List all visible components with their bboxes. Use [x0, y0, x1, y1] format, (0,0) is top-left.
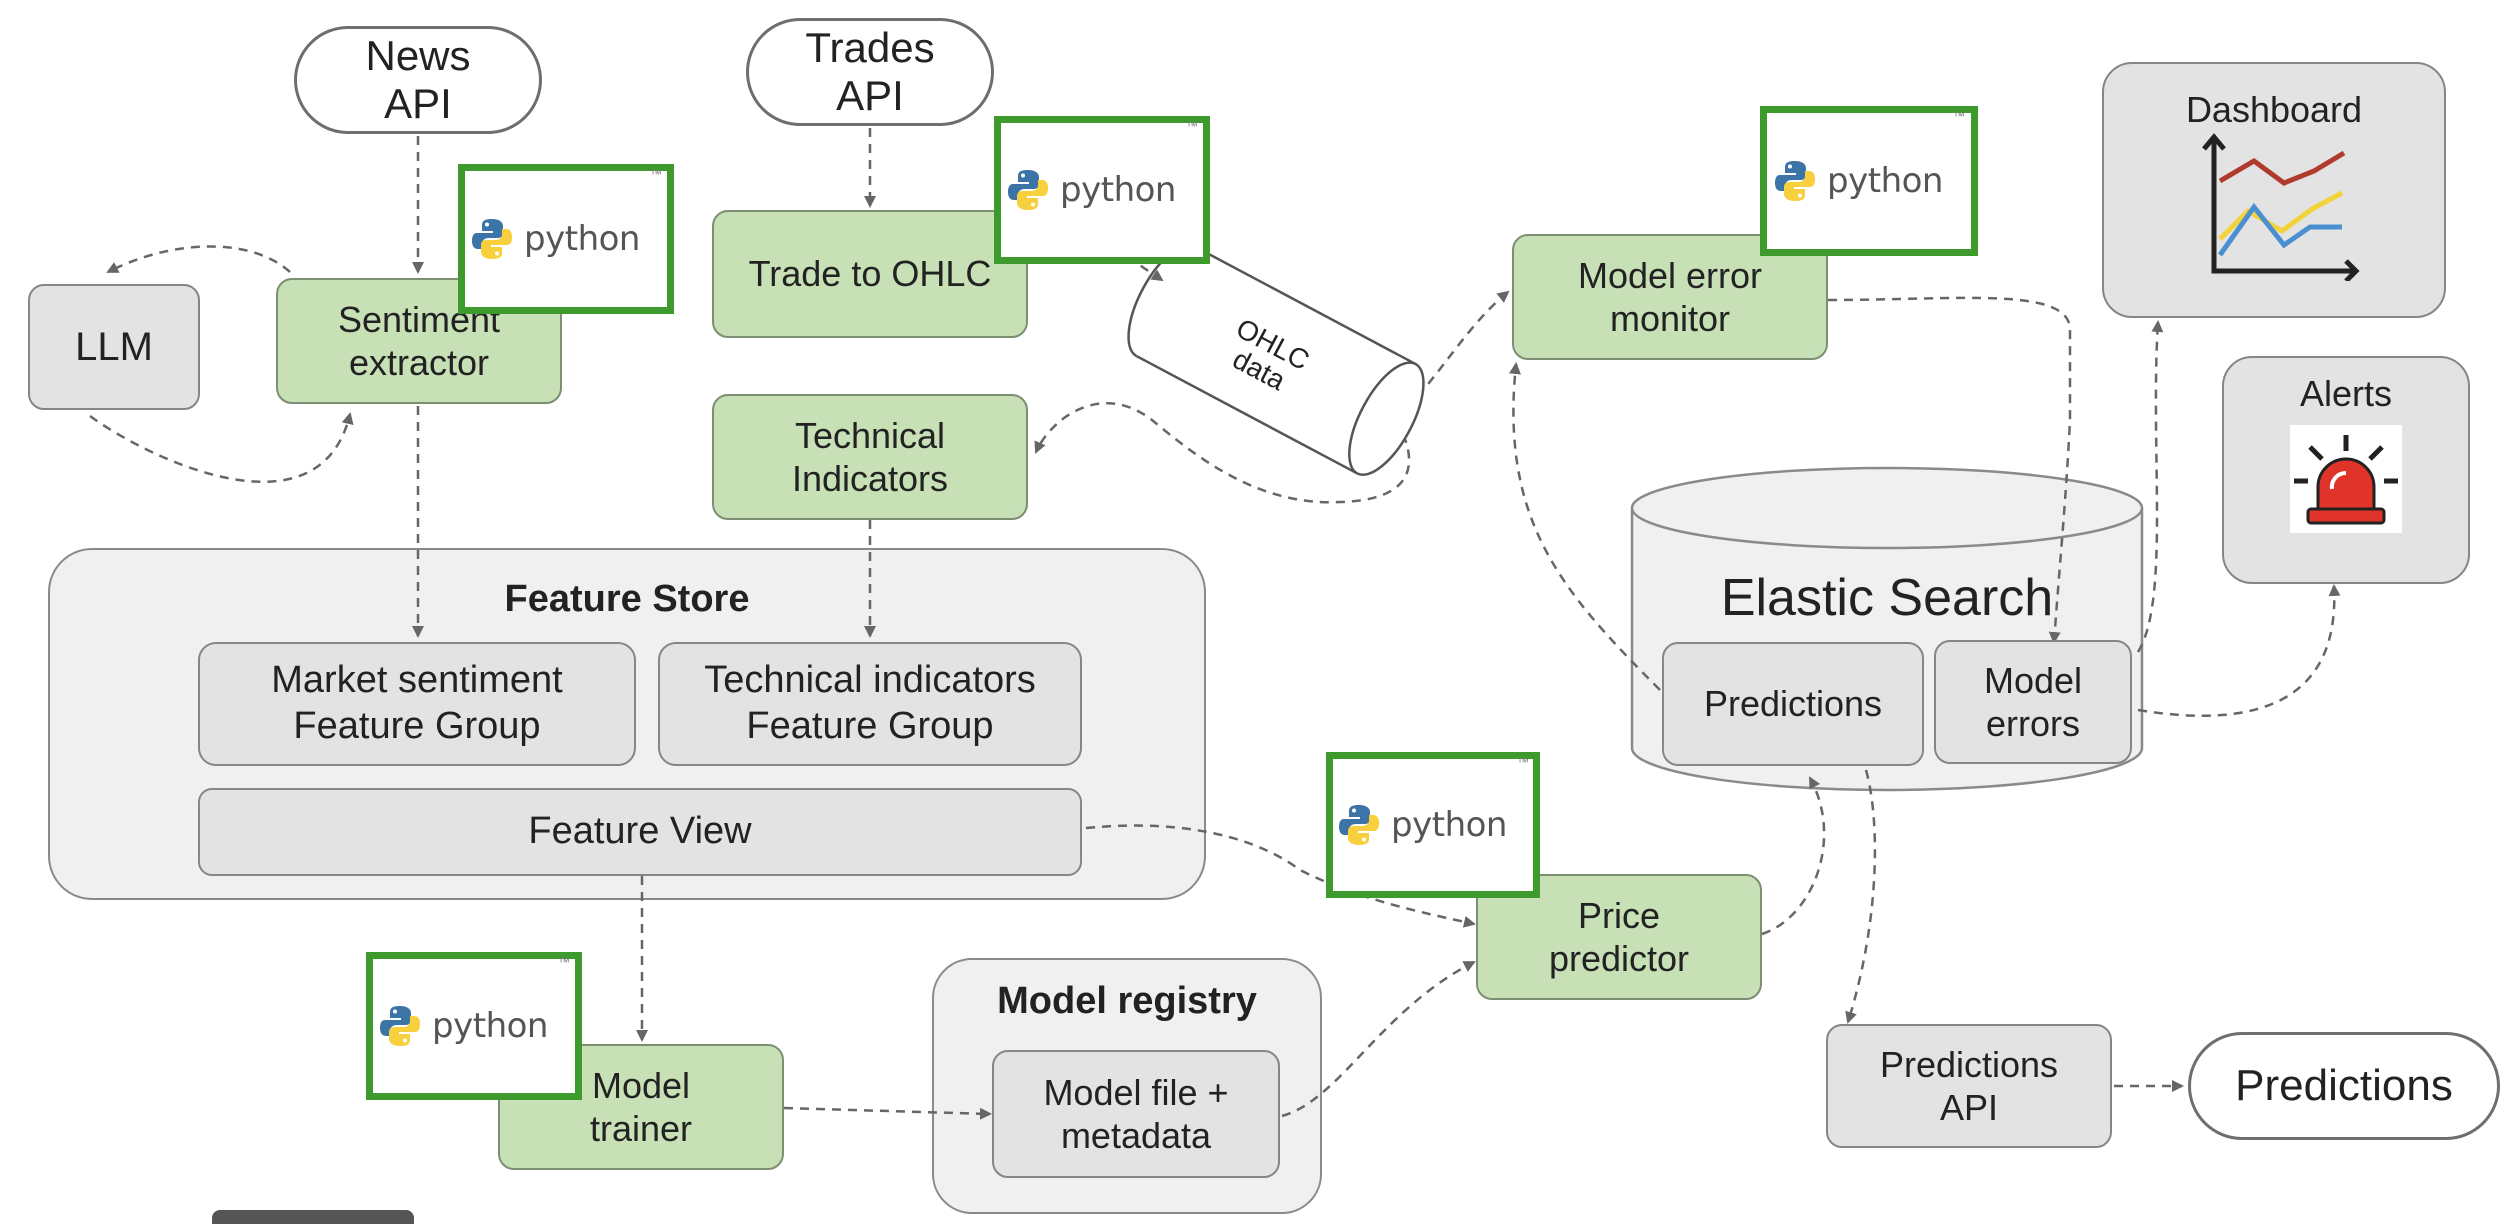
python-badge-label: python	[1391, 805, 1507, 845]
partial-button-edge	[212, 1210, 414, 1224]
dashboard-node: Dashboard	[2102, 62, 2446, 318]
python-badge-tm: ™	[557, 955, 570, 969]
python-logo-icon	[380, 1006, 421, 1046]
alerts-node: Alerts	[2222, 356, 2470, 584]
trade-to-ohlc-node: Trade to OHLC	[712, 210, 1028, 338]
technical-indicators-feature-group: Technical indicators Feature Group	[658, 642, 1082, 766]
feature-store-title: Feature Store	[504, 578, 750, 620]
python-badge-tm: ™	[1185, 119, 1198, 133]
market-sentiment-feature-group: Market sentiment Feature Group	[198, 642, 636, 766]
trades-api-pill: Trades API	[746, 18, 994, 126]
model-error-monitor-node: Model error monitor	[1512, 234, 1828, 360]
es-model-errors-node: Model errors	[1934, 640, 2132, 764]
es-predictions-node: Predictions	[1662, 642, 1924, 766]
python-badge-sentiment: python ™	[458, 164, 674, 314]
python-badge-tm: ™	[649, 167, 662, 181]
python-badge-tm: ™	[1952, 109, 1965, 123]
python-badge-predictor: python ™	[1326, 752, 1540, 898]
news-api-pill: News API	[294, 26, 542, 134]
python-badge-ohlc: python ™	[994, 116, 1210, 264]
python-badge-label: python	[1827, 161, 1943, 201]
python-logo-icon	[1008, 170, 1049, 210]
python-badge-label: python	[524, 219, 640, 259]
llm-node: LLM	[28, 284, 200, 410]
python-logo-icon	[472, 219, 513, 259]
elastic-search-title: Elastic Search	[1720, 569, 2054, 627]
model-file-node: Model file + metadata	[992, 1050, 1280, 1178]
python-badge-monitor: python ™	[1760, 106, 1978, 256]
feature-view: Feature View	[198, 788, 1082, 876]
predictions-api-node: Predictions API	[1826, 1024, 2112, 1148]
model-registry-title: Model registry	[997, 980, 1257, 1022]
python-badge-label: python	[432, 1006, 548, 1046]
python-logo-icon	[1339, 805, 1380, 845]
predictions-output-pill: Predictions	[2188, 1032, 2500, 1140]
dashboard-label: Dashboard	[2185, 89, 2363, 130]
alerts-label: Alerts	[2299, 373, 2393, 414]
line-chart-icon	[2202, 133, 2360, 282]
python-badge-label: python	[1060, 170, 1176, 210]
python-badge-tm: ™	[1516, 755, 1529, 769]
python-logo-icon	[1775, 161, 1816, 201]
technical-indicators-node: Technical Indicators	[712, 394, 1028, 520]
siren-icon	[2290, 425, 2402, 534]
python-badge-trainer: python ™	[366, 952, 582, 1100]
